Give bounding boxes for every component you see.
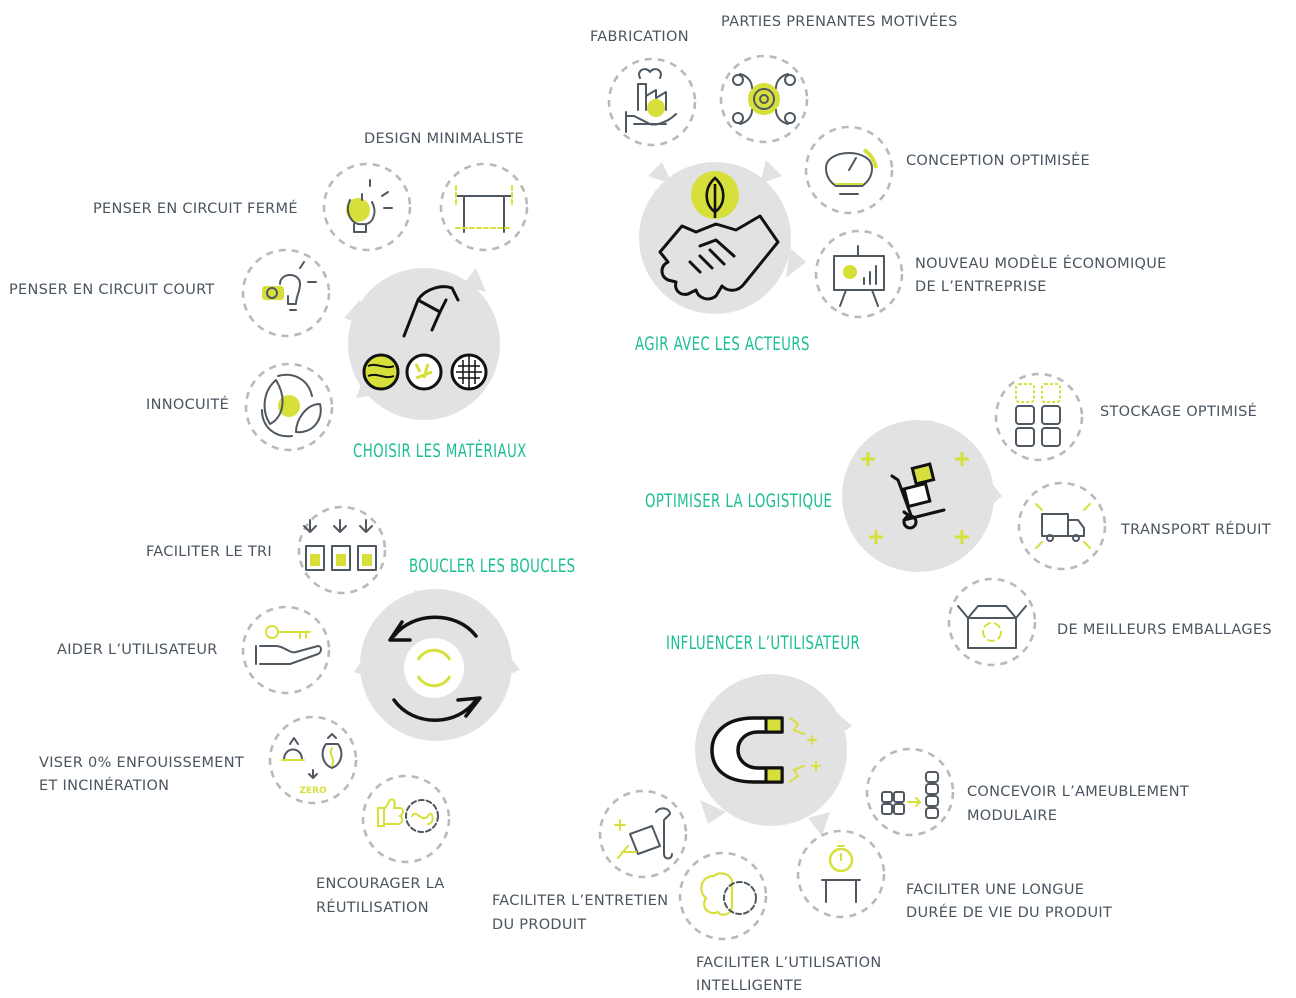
node-longue-duree [796, 829, 886, 919]
label-utilisation-1: FACILITER L’UTILISATION [696, 955, 882, 971]
label-meilleurs-emballages: DE MEILLEURS EMBALLAGES [1057, 622, 1272, 638]
hub-boucler-boucles [354, 589, 520, 741]
node-ameublement-modulaire [865, 747, 955, 837]
recycle-arrows-icon [392, 615, 478, 722]
label-parties-prenantes: PARTIES PRENANTES MOTIVÉES [721, 14, 958, 30]
node-faciliter-tri [297, 505, 387, 595]
thumbs-up-icon [377, 798, 404, 827]
label-stockage-optimise: STOCKAGE OPTIMISÉ [1100, 404, 1258, 420]
label-longue-duree-2: DURÉE DE VIE DU PRODUIT [906, 905, 1113, 921]
title-boucler-boucles: BOUCLER LES BOUCLES [409, 555, 576, 577]
node-utilisation-intelligente [678, 851, 768, 941]
label-entretien-1: FACILITER L’ENTRETIEN [492, 893, 669, 909]
label-viser-zero-2: ET INCINÉRATION [39, 778, 170, 794]
hub-choisir-materiaux [344, 268, 500, 420]
hand-picking-icon [402, 285, 460, 338]
hub-optimiser-logistique [842, 420, 1002, 572]
brain-icon [700, 872, 734, 916]
node-fabrication [607, 57, 697, 147]
leaves-cycle-icon [261, 373, 322, 438]
node-circuit-court [241, 248, 331, 338]
node-encourager-reutilisation [361, 774, 451, 864]
table-icon [455, 195, 513, 233]
fiber-material-icon [405, 353, 443, 391]
node-modele-economique [814, 229, 904, 319]
map-pin-icon [266, 287, 278, 299]
gear-icon [405, 799, 439, 833]
wood-material-icon [362, 353, 400, 391]
modular-blocks-icon [881, 771, 939, 819]
sorting-bins-icon [303, 519, 377, 571]
label-transport-reduit: TRANSPORT RÉDUIT [1121, 522, 1271, 538]
title-choisir-materiaux: CHOISIR LES MATÉRIAUX [353, 440, 527, 462]
node-meilleurs-emballages [947, 577, 1037, 667]
label-aider-utilisateur: AIDER L’UTILISATEUR [57, 642, 218, 658]
label-modele-economique-2: DE L’ENTREPRISE [915, 279, 1047, 295]
label-encourager-1: ENCOURAGER LA [316, 876, 445, 892]
label-faciliter-tri: FACILITER LE TRI [146, 544, 272, 560]
node-entretien-produit [598, 789, 688, 879]
recycled-box-icon [957, 605, 1027, 649]
node-circuit-ferme [322, 162, 412, 252]
label-ameublement-2: MODULAIRE [967, 808, 1058, 824]
label-modele-economique-1: NOUVEAU MODÈLE ÉCONOMIQUE [915, 256, 1167, 272]
label-viser-zero-1: VISER 0% ENFOUISSEMENT [39, 755, 245, 771]
node-stockage-optimise [994, 372, 1084, 462]
label-ameublement-1: CONCEVOIR L’AMEUBLEMENT [967, 784, 1190, 800]
node-innocuite [244, 362, 334, 452]
title-agir-acteurs: AGIR AVEC LES ACTEURS [635, 333, 810, 355]
label-encourager-2: RÉUTILISATION [316, 900, 429, 916]
label-design-minimaliste: DESIGN MINIMALISTE [364, 131, 524, 147]
label-circuit-court: PENSER EN CIRCUIT COURT [9, 282, 215, 298]
hub-influencer-utilisateur [695, 674, 852, 836]
label-longue-duree-1: FACILITER UNE LONGUE [906, 882, 1085, 898]
node-aider-utilisateur [241, 605, 331, 695]
stopwatch-icon [828, 847, 854, 873]
label-innocuite: INNOCUITÉ [146, 397, 230, 413]
label-conception-optimisee: CONCEPTION OPTIMISÉE [906, 153, 1091, 169]
node-conception-optimisee [804, 125, 894, 215]
node-transport-reduit [1017, 481, 1107, 571]
label-circuit-ferme: PENSER EN CIRCUIT FERMÉ [93, 201, 298, 217]
label-utilisation-2: INTELLIGENTE [696, 978, 803, 994]
hub-agir-acteurs [639, 160, 806, 314]
handshake-icon [658, 214, 780, 301]
node-viser-zero: ZERO [268, 715, 358, 805]
apple-icon [346, 198, 370, 222]
zero-label: ZERO [299, 786, 327, 796]
cleaning-wrench-icon [629, 807, 673, 860]
factory-icon [637, 83, 667, 111]
gauge-icon [825, 152, 873, 195]
title-optimiser-logistique: OPTIMISER LA LOGISTIQUE [645, 490, 833, 512]
target-icon [753, 88, 775, 110]
stacked-boxes-icon [1015, 383, 1061, 447]
node-design-minimaliste [439, 162, 529, 252]
hand-key-icon [255, 645, 322, 665]
title-influencer-utilisateur: INFLUENCER L’UTILISATEUR [666, 632, 861, 654]
node-parties-prenantes [719, 54, 809, 144]
label-fabrication: FABRICATION [590, 29, 689, 45]
label-entretien-2: DU PRODUIT [492, 917, 587, 933]
